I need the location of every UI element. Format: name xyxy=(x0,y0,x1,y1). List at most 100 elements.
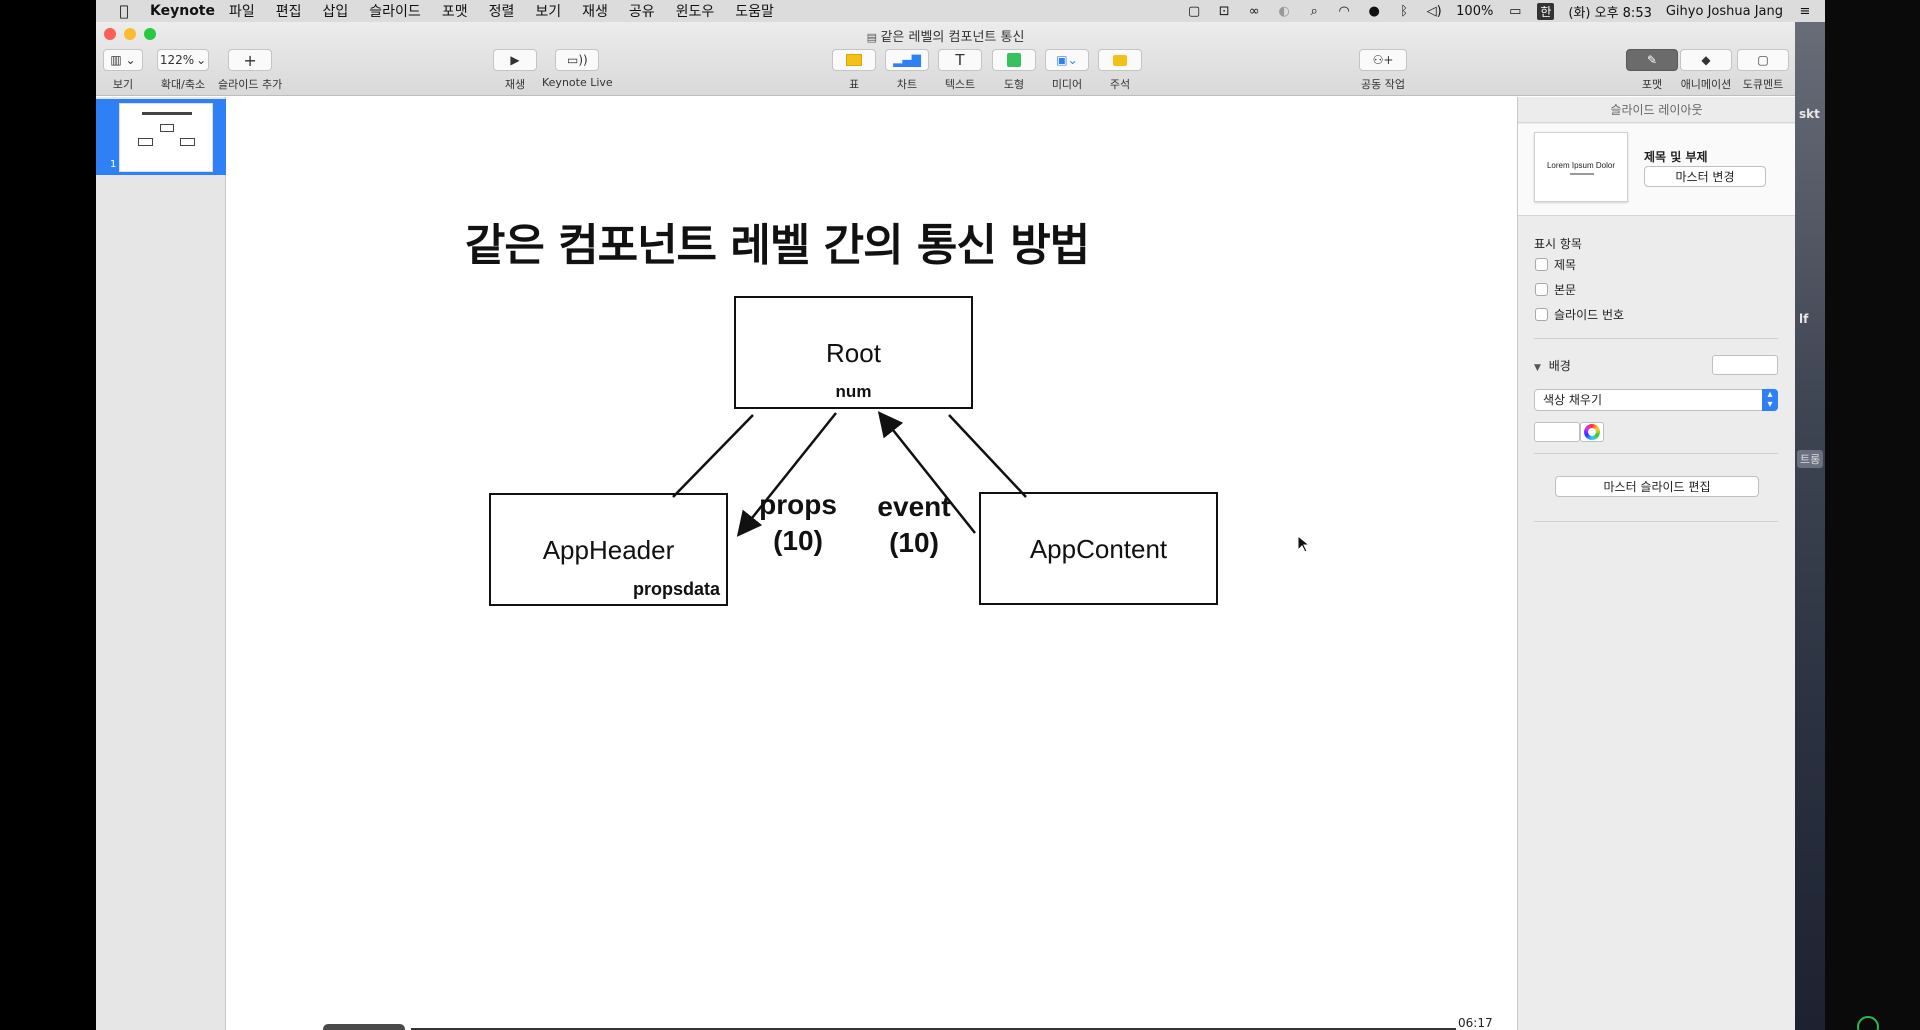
play-label: 재생 xyxy=(504,78,526,91)
edit-master-slide-button[interactable]: 마스터 슬라이드 편집 xyxy=(1555,476,1759,497)
layout-thumbnail[interactable]: Lorem Ipsum Dolor xyxy=(1534,132,1628,202)
collaborate-icon: ⚇+ xyxy=(1372,53,1394,67)
menu-slide[interactable]: 슬라이드 xyxy=(369,4,421,20)
apple-menu-icon[interactable]:  xyxy=(110,2,138,20)
menu-window[interactable]: 윈도우 xyxy=(675,4,715,20)
shape-control: 도형 xyxy=(992,49,1036,92)
slide-thumbnail-selected[interactable]: 1 xyxy=(96,99,226,175)
select-stepper-icon: ▴▾ xyxy=(1762,389,1778,411)
keynote-window: ▤ 같은 레벨의 컴포넌트 통신 ▥ ⌄ 보기 122%⌄ 확대/축소 + 슬라… xyxy=(96,22,1795,1030)
app-header-node[interactable]: AppHeader propsdata xyxy=(489,493,728,606)
collaborate-button[interactable]: ⚇+ xyxy=(1359,49,1407,71)
zoom-value: 122% xyxy=(159,53,195,67)
app-menu[interactable]: Keynote xyxy=(150,3,215,19)
search-icon[interactable]: ⌕ xyxy=(1310,3,1318,19)
checkbox-box[interactable] xyxy=(1535,258,1548,271)
document-button[interactable]: ▢ xyxy=(1737,49,1789,71)
props-label-line1: props xyxy=(759,489,837,520)
menu-share[interactable]: 공유 xyxy=(628,4,655,20)
chart-icon: ▂▄▇ xyxy=(893,53,921,67)
mouse-cursor-icon xyxy=(1297,535,1311,553)
slide-number: 1 xyxy=(110,159,117,170)
desktop-left xyxy=(0,0,96,1030)
menu-file[interactable]: 파일 xyxy=(229,4,255,20)
menu-arrange[interactable]: 정렬 xyxy=(488,4,515,20)
app-header-label: AppHeader xyxy=(542,535,675,565)
animate-button[interactable]: ◆ xyxy=(1680,49,1732,71)
zoom-select[interactable]: 122%⌄ xyxy=(157,49,209,71)
glasses-icon[interactable]: ∞ xyxy=(1248,3,1260,19)
video-scrubber-handle[interactable] xyxy=(323,1024,405,1030)
screen-mirroring-icon[interactable]: ▢ xyxy=(1188,3,1201,19)
desktop-icon-label[interactable]: skt xyxy=(1799,107,1820,121)
app-content-node[interactable]: AppContent xyxy=(979,492,1218,605)
video-scrubber[interactable]: 06:17 xyxy=(227,1015,1517,1030)
background-color-swatch[interactable] xyxy=(1712,355,1778,375)
volume-icon[interactable]: ◁) xyxy=(1426,3,1442,19)
battery-icon[interactable]: ▭ xyxy=(1509,3,1522,19)
fill-color-well[interactable] xyxy=(1534,422,1580,442)
bluetooth-icon[interactable]: ᛒ xyxy=(1400,3,1409,19)
input-source[interactable]: 한 xyxy=(1537,2,1555,20)
play-button[interactable]: ▶ xyxy=(493,49,537,71)
text-button[interactable]: T xyxy=(938,49,982,71)
change-master-button[interactable]: 마스터 변경 xyxy=(1644,166,1766,187)
shape-icon xyxy=(1007,53,1021,67)
checkbox-box[interactable] xyxy=(1535,283,1548,296)
thumb-content-box xyxy=(180,138,195,146)
checkbox-box[interactable] xyxy=(1535,308,1548,321)
disclosure-triangle-icon[interactable]: ▼ xyxy=(1534,363,1541,373)
comment-button[interactable] xyxy=(1098,49,1142,71)
screen-record-icon[interactable]: ⊡ xyxy=(1218,3,1230,19)
thumb-header-box xyxy=(138,138,153,146)
slide-title[interactable]: 같은 컴포넌트 레벨 간의 통신 방법 xyxy=(464,220,1090,271)
format-button[interactable]: ✎ xyxy=(1626,49,1678,71)
menu-insert[interactable]: 삽입 xyxy=(322,4,349,20)
add-slide-control: + 슬라이드 추가 xyxy=(218,49,282,92)
fill-type-select[interactable]: 색상 채우기 ▴▾ xyxy=(1534,389,1778,411)
menu-view[interactable]: 보기 xyxy=(535,4,562,20)
menu-edit[interactable]: 편집 xyxy=(275,4,302,20)
wifi-icon[interactable]: ◠ xyxy=(1338,3,1350,19)
menu-play[interactable]: 재생 xyxy=(582,4,608,20)
animate-control: ◆ 애니메이션 xyxy=(1680,49,1732,92)
media-button[interactable]: ▣⌄ xyxy=(1045,49,1089,71)
chart-button[interactable]: ▂▄▇ xyxy=(885,49,929,71)
video-progress-track[interactable] xyxy=(411,1028,1456,1030)
root-node[interactable]: Root num xyxy=(734,296,973,409)
background-section-title[interactable]: ▼ 배경 xyxy=(1534,357,1571,374)
keynote-live-button[interactable]: ▭)) xyxy=(555,49,600,71)
desktop-icon-label[interactable]: lf xyxy=(1799,312,1809,326)
shape-label: 도형 xyxy=(1003,78,1025,91)
status-indicator-icon[interactable] xyxy=(1857,1016,1879,1030)
minimize-window-button[interactable] xyxy=(124,28,136,40)
root-node-label: Root xyxy=(826,338,881,368)
menu-help[interactable]: 도움말 xyxy=(735,4,774,20)
desktop-icon-label[interactable]: 트롱 xyxy=(1797,450,1824,468)
table-button[interactable] xyxy=(832,49,876,71)
close-window-button[interactable] xyxy=(104,28,116,40)
notification-center-icon[interactable]: ≡ xyxy=(1799,3,1811,19)
view-button[interactable]: ▥ ⌄ xyxy=(103,49,143,71)
title-checkbox[interactable]: 제목 xyxy=(1535,256,1576,273)
battery-percent[interactable]: 100% xyxy=(1456,3,1494,19)
add-slide-button[interactable]: + xyxy=(228,49,273,71)
slide-number-checkbox[interactable]: 슬라이드 번호 xyxy=(1535,306,1624,323)
body-checkbox[interactable]: 본문 xyxy=(1535,281,1576,298)
table-icon xyxy=(846,54,862,66)
clock[interactable]: (화) 오후 8:53 xyxy=(1568,5,1652,21)
plus-icon: + xyxy=(243,50,257,70)
menu-format[interactable]: 포맷 xyxy=(441,4,468,20)
color-picker-button[interactable] xyxy=(1580,422,1604,442)
slide-thumbnail[interactable] xyxy=(119,103,213,172)
app-header-data: propsdata xyxy=(632,579,720,599)
shape-button[interactable] xyxy=(992,49,1036,71)
siri-icon[interactable]: ● xyxy=(1368,3,1380,19)
moon-icon[interactable]: ◐ xyxy=(1278,3,1290,19)
zoom-window-button[interactable] xyxy=(144,28,156,40)
user-name[interactable]: Gihyo Joshua Jang xyxy=(1665,3,1783,19)
appearance-section-title: 표시 항목 xyxy=(1534,237,1582,251)
document-icon: ▢ xyxy=(1757,53,1769,67)
slide-canvas[interactable]: 같은 컴포넌트 레벨 간의 통신 방법 Root num AppHeader p… xyxy=(227,97,1517,1030)
